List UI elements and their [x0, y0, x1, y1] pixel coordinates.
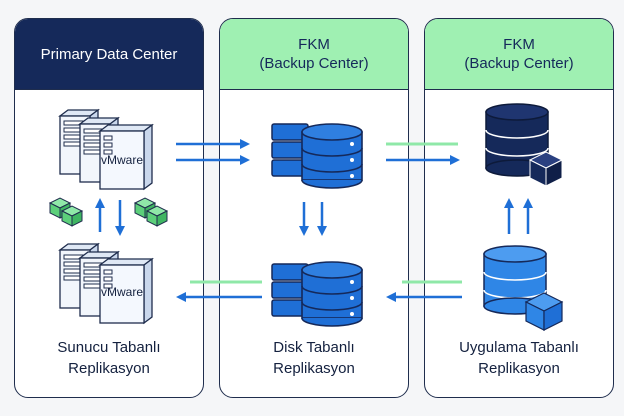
primary-panel-title: Primary Data Center [40, 45, 178, 63]
disk-storage-top [271, 123, 363, 189]
arrows-primary-to-disk-top [176, 139, 250, 165]
primary-server-group-top: vMware [59, 109, 153, 190]
disk-footer-line1: Disk Tabanlı [273, 339, 355, 356]
disk-panel-title: FKM [298, 36, 330, 53]
disk-footer-line2: Replikasyon [273, 360, 355, 377]
backup-center-app-panel: FKM (Backup Center) Uygulama Tabanlı Rep… [424, 18, 614, 398]
app-footer-line2: Replikasyon [478, 360, 560, 377]
app-footer-line1: Uygulama Tabanlı [459, 339, 579, 356]
green-cubes-left [49, 197, 83, 227]
primary-footer-line2: Replikasyon [68, 360, 150, 377]
primary-footer-line1: Sunucu Tabanlı [57, 339, 161, 356]
primary-server-group-bottom: vMware [59, 243, 153, 324]
disk-panel-header: FKM (Backup Center) [220, 19, 408, 90]
app-panel-subtitle: (Backup Center) [464, 55, 574, 72]
vmware-logo-top: vMware [101, 153, 143, 167]
backup-center-disk-panel: FKM (Backup Center) Disk Tabanlı Replika… [219, 18, 409, 398]
app-database-blue [483, 245, 564, 331]
green-cubes-right [134, 197, 168, 227]
disk-panel-subtitle: (Backup Center) [259, 55, 369, 72]
app-panel-footer: Uygulama Tabanlı Replikasyon [425, 337, 613, 379]
primary-data-center-panel: Primary Data Center Sunucu Tabanlı Repli… [14, 18, 204, 398]
app-panel-title: FKM [503, 36, 535, 53]
app-panel-header: FKM (Backup Center) [425, 19, 613, 90]
disk-vertical-arrows [299, 202, 327, 236]
disk-panel-footer: Disk Tabanlı Replikasyon [220, 337, 408, 379]
app-vertical-arrows [504, 198, 533, 234]
primary-vertical-arrows [95, 198, 125, 236]
arrows-disk-to-primary-bottom [176, 280, 262, 302]
app-database-dark [485, 103, 564, 187]
primary-panel-header: Primary Data Center [15, 19, 203, 90]
arrows-app-to-disk-bottom [386, 280, 462, 302]
primary-panel-footer: Sunucu Tabanlı Replikasyon [15, 337, 203, 379]
arrows-disk-to-app-top [386, 142, 460, 165]
disk-storage-bottom [271, 261, 363, 327]
vmware-logo-bottom: vMware [101, 285, 143, 299]
